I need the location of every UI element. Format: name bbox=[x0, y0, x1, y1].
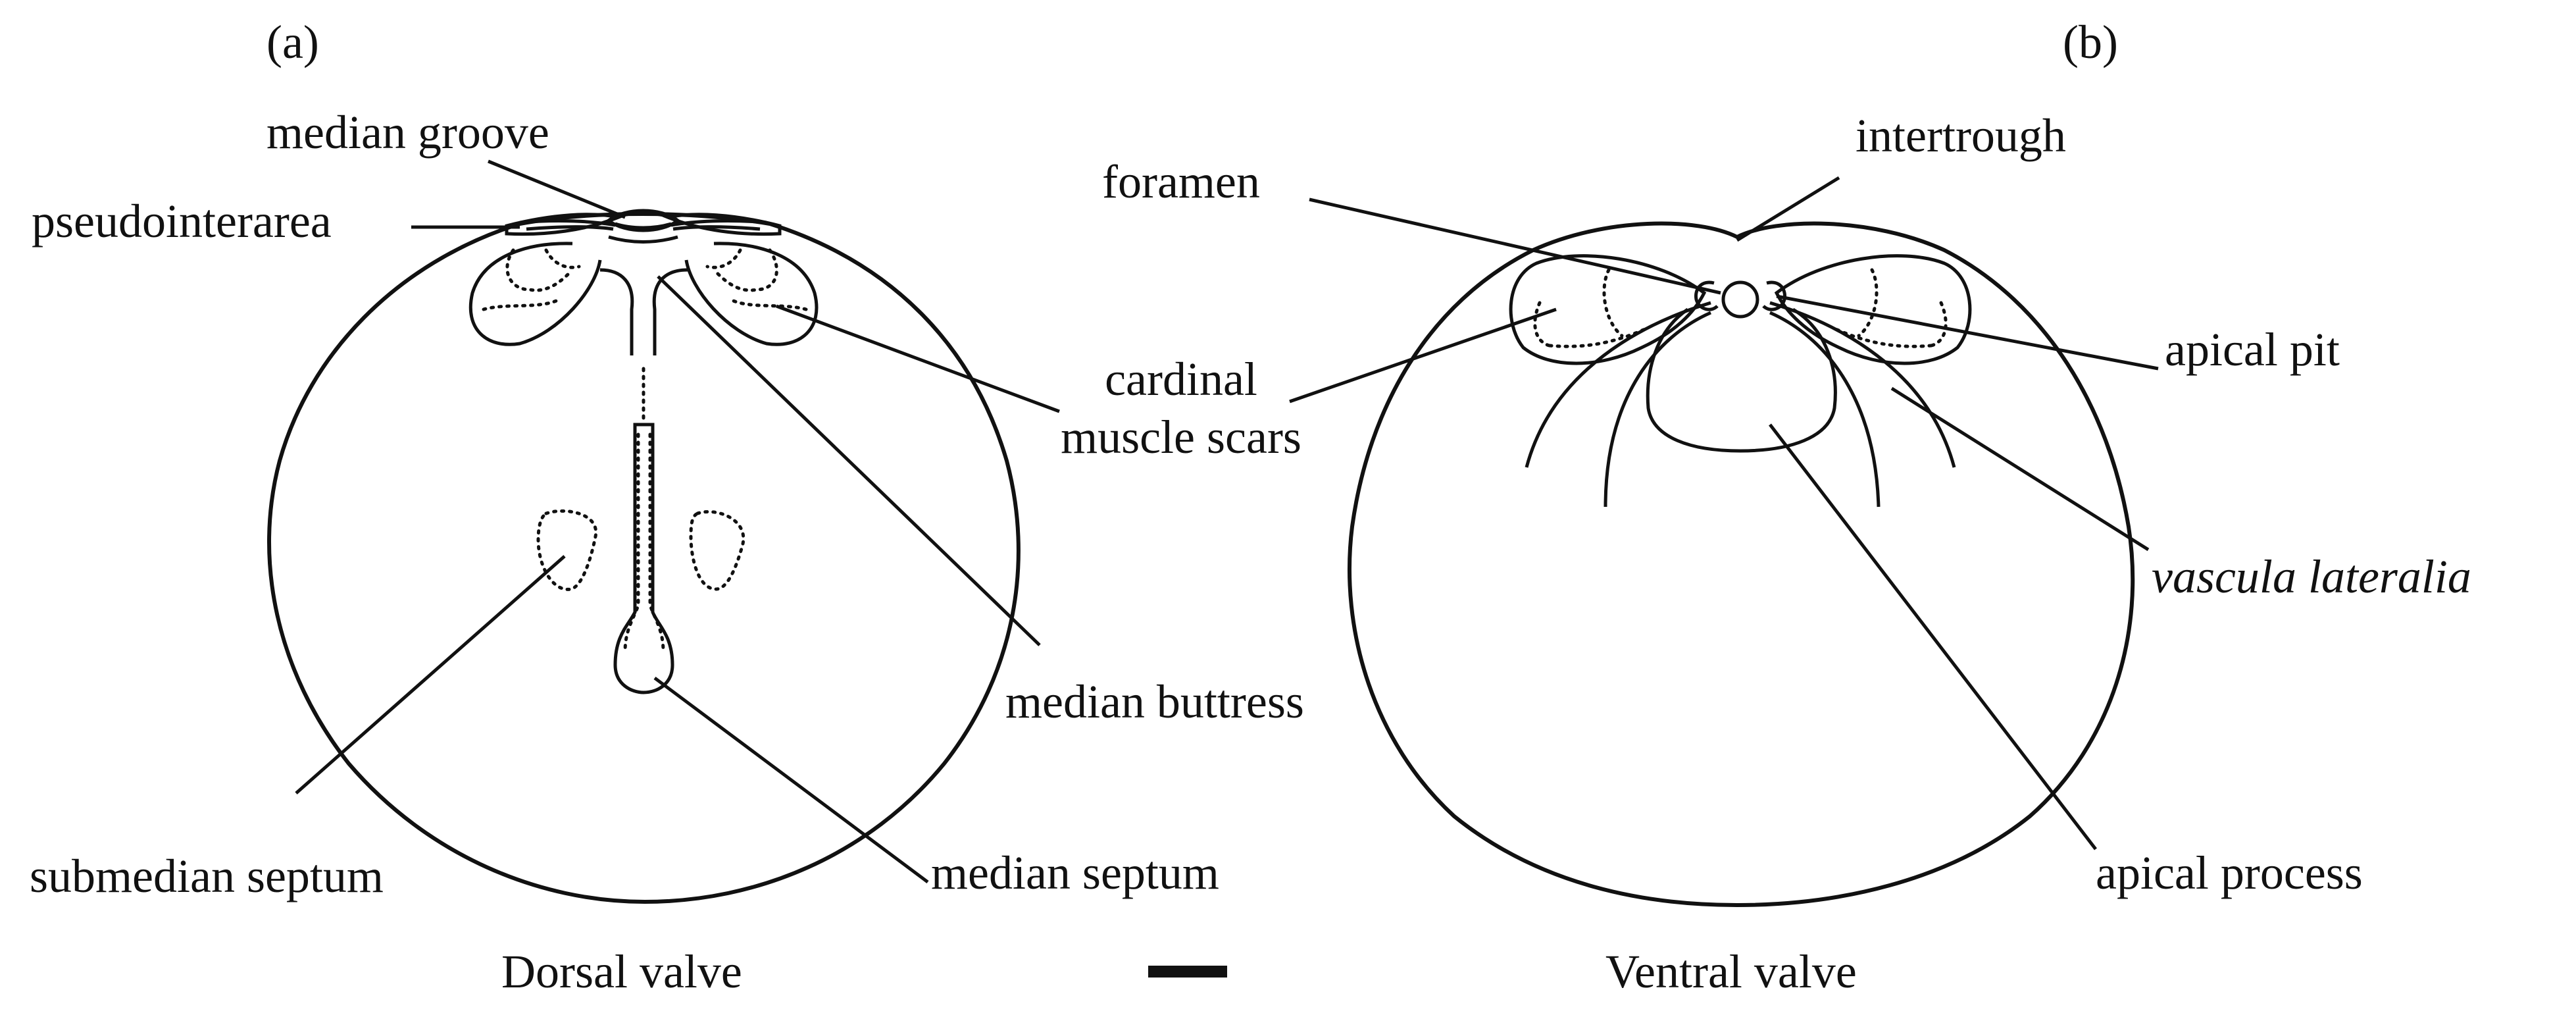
apical-pit-left bbox=[1694, 280, 1719, 311]
label-median-septum: median septum bbox=[931, 847, 1219, 899]
label-vascula-lateralia: vascula lateralia bbox=[2152, 550, 2471, 603]
scale-bar bbox=[1148, 966, 1227, 978]
median-buttress-shape bbox=[599, 268, 688, 355]
submedian-septum-left bbox=[536, 509, 598, 591]
submedian-septum-right bbox=[689, 509, 745, 591]
apical-pit-right bbox=[1762, 280, 1787, 311]
leader-apical-pit bbox=[1776, 294, 2159, 371]
label-cardinal-line2: muscle scars bbox=[1061, 411, 1301, 463]
apical-process-shape bbox=[1646, 307, 1837, 453]
leader-median-groove bbox=[488, 159, 626, 219]
leader-intertrough bbox=[1736, 176, 1840, 242]
ventral-cardinal-muscle-scars bbox=[1509, 254, 1972, 365]
leader-foramen bbox=[1309, 197, 1721, 295]
leader-cardinal-b bbox=[1289, 307, 1557, 404]
leader-median-buttress bbox=[657, 275, 1041, 646]
panel-b-tag: (b) bbox=[2063, 16, 2118, 68]
label-submedian-septum: submedian septum bbox=[30, 850, 384, 902]
dorsal-valve-outline bbox=[267, 212, 1021, 904]
label-apical-process: apical process bbox=[2096, 847, 2363, 899]
ventral-valve-panel: (b) bbox=[1102, 16, 2471, 998]
vascula-lateralia-shape bbox=[1525, 301, 1956, 508]
leader-vascula-lateralia bbox=[1890, 386, 2150, 552]
leader-submedian-septum bbox=[295, 555, 566, 795]
panel-a-tag: (a) bbox=[266, 16, 319, 68]
leader-median-septum bbox=[653, 676, 929, 884]
label-cardinal-line1: cardinal bbox=[1105, 353, 1257, 405]
leader-cardinal-a bbox=[776, 304, 1060, 413]
foramen-opening bbox=[1721, 280, 1759, 319]
median-septum-shape bbox=[613, 423, 674, 694]
label-apical-pit: apical pit bbox=[2165, 323, 2340, 376]
dorsal-valve-caption: Dorsal valve bbox=[501, 945, 742, 998]
dorsal-valve-panel: (a) bbox=[30, 16, 1304, 998]
label-pseudointerarea: pseudointerarea bbox=[32, 195, 332, 248]
ventral-valve-caption: Ventral valve bbox=[1605, 945, 1857, 998]
ventral-valve-outline bbox=[1347, 221, 2135, 908]
leader-apical-process bbox=[1769, 423, 2097, 850]
label-median-buttress: median buttress bbox=[1005, 675, 1304, 728]
label-foramen: foramen bbox=[1102, 155, 1260, 208]
label-intertrough: intertrough bbox=[1856, 109, 2066, 162]
dorsal-cardinal-muscle-scars bbox=[468, 242, 819, 346]
label-median-groove: median groove bbox=[266, 106, 549, 159]
